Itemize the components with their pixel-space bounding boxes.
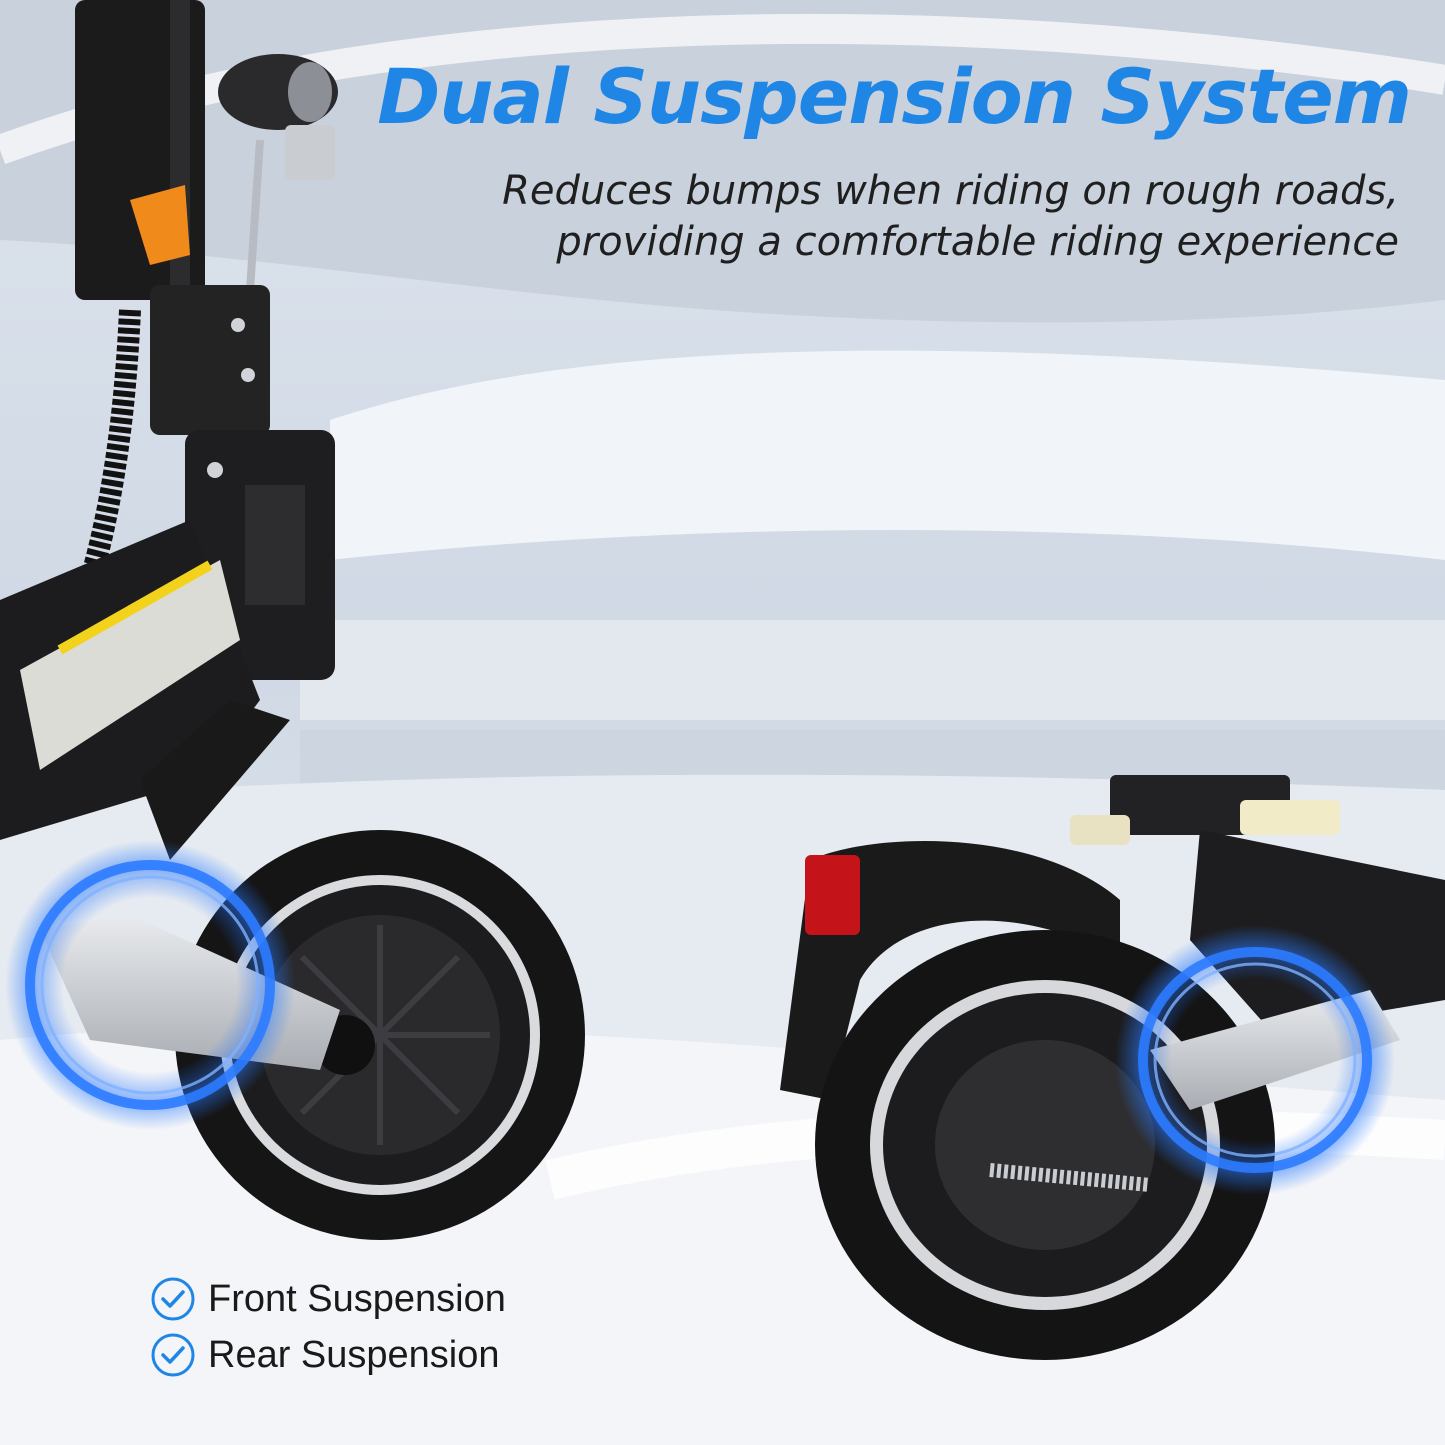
rear-suspension-glow-ring [1115, 925, 1395, 1195]
headline: Dual Suspension System [377, 52, 1412, 141]
feature-label: Front Suspension [208, 1277, 506, 1320]
subheadline-line-2: providing a comfortable riding experienc… [556, 219, 1399, 265]
check-circle-icon [151, 1333, 195, 1377]
rear-scooter-assembly [780, 775, 1445, 1360]
headlight [218, 54, 338, 291]
front-scooter-assembly [0, 0, 585, 1240]
front-suspension-glow-ring [5, 840, 295, 1130]
feature-label: Rear Suspension [208, 1333, 500, 1376]
feature-front-suspension: Front Suspension [150, 1276, 506, 1322]
feature-rear-suspension: Rear Suspension [150, 1332, 500, 1378]
check-circle-icon [151, 1277, 195, 1321]
subheadline-line-1: Reduces bumps when riding on rough roads… [502, 168, 1399, 214]
